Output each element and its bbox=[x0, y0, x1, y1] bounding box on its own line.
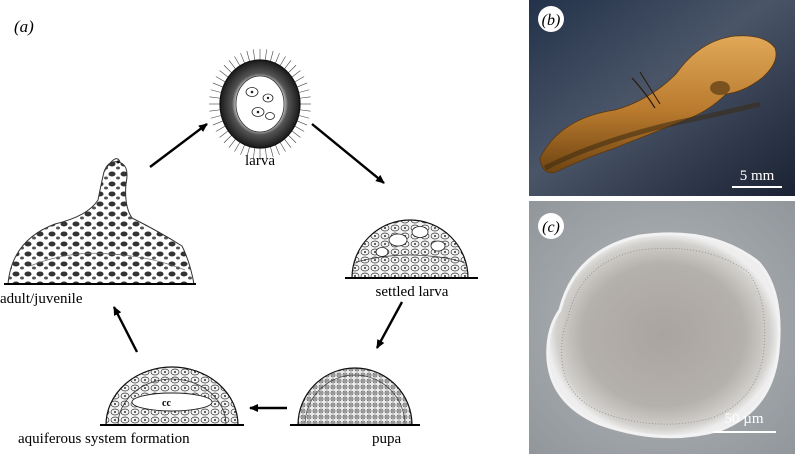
panel-b-scale-text: 5 mm bbox=[740, 168, 775, 184]
aquiferous-label: aquiferous system formation bbox=[18, 431, 190, 447]
panel-a-label: (a) bbox=[14, 17, 34, 36]
panel-b: (b) 5 mm bbox=[529, 0, 795, 196]
sponge-body bbox=[539, 35, 777, 174]
arrow-aquiferous-to-adult bbox=[112, 306, 139, 353]
adult-juvenile-drawing bbox=[4, 158, 196, 285]
arrow-settled-to-pupa bbox=[375, 301, 404, 349]
aquiferous-drawing bbox=[100, 366, 244, 426]
pupa-drawing bbox=[290, 367, 420, 426]
juvenile-disc bbox=[546, 232, 781, 439]
arrow-larva-to-settled bbox=[311, 123, 385, 184]
larva-drawing bbox=[209, 49, 311, 159]
settled-larva-drawing bbox=[345, 219, 478, 279]
cycle-arrows bbox=[112, 123, 404, 412]
panel-b-label: (b) bbox=[542, 12, 561, 29]
adult-juvenile-label: adult/juvenile bbox=[0, 291, 83, 307]
arrow-adult-to-larva bbox=[149, 123, 208, 168]
panel-c-scale-text: 50 µm bbox=[724, 411, 763, 427]
panel-c-label: (c) bbox=[542, 219, 560, 236]
panel-b-label-badge bbox=[538, 6, 564, 32]
larva-cilia bbox=[209, 49, 311, 159]
pupa-label: pupa bbox=[372, 431, 402, 447]
larva-label: larva bbox=[245, 153, 275, 169]
panel-c: (c) 50 µm bbox=[529, 201, 795, 454]
panel-c-label-badge bbox=[538, 213, 564, 239]
aquiferous-marker: cc bbox=[162, 398, 171, 409]
settled-larva-label: settled larva bbox=[376, 284, 449, 300]
panel-a: (a) larva settled larva bbox=[0, 17, 478, 447]
